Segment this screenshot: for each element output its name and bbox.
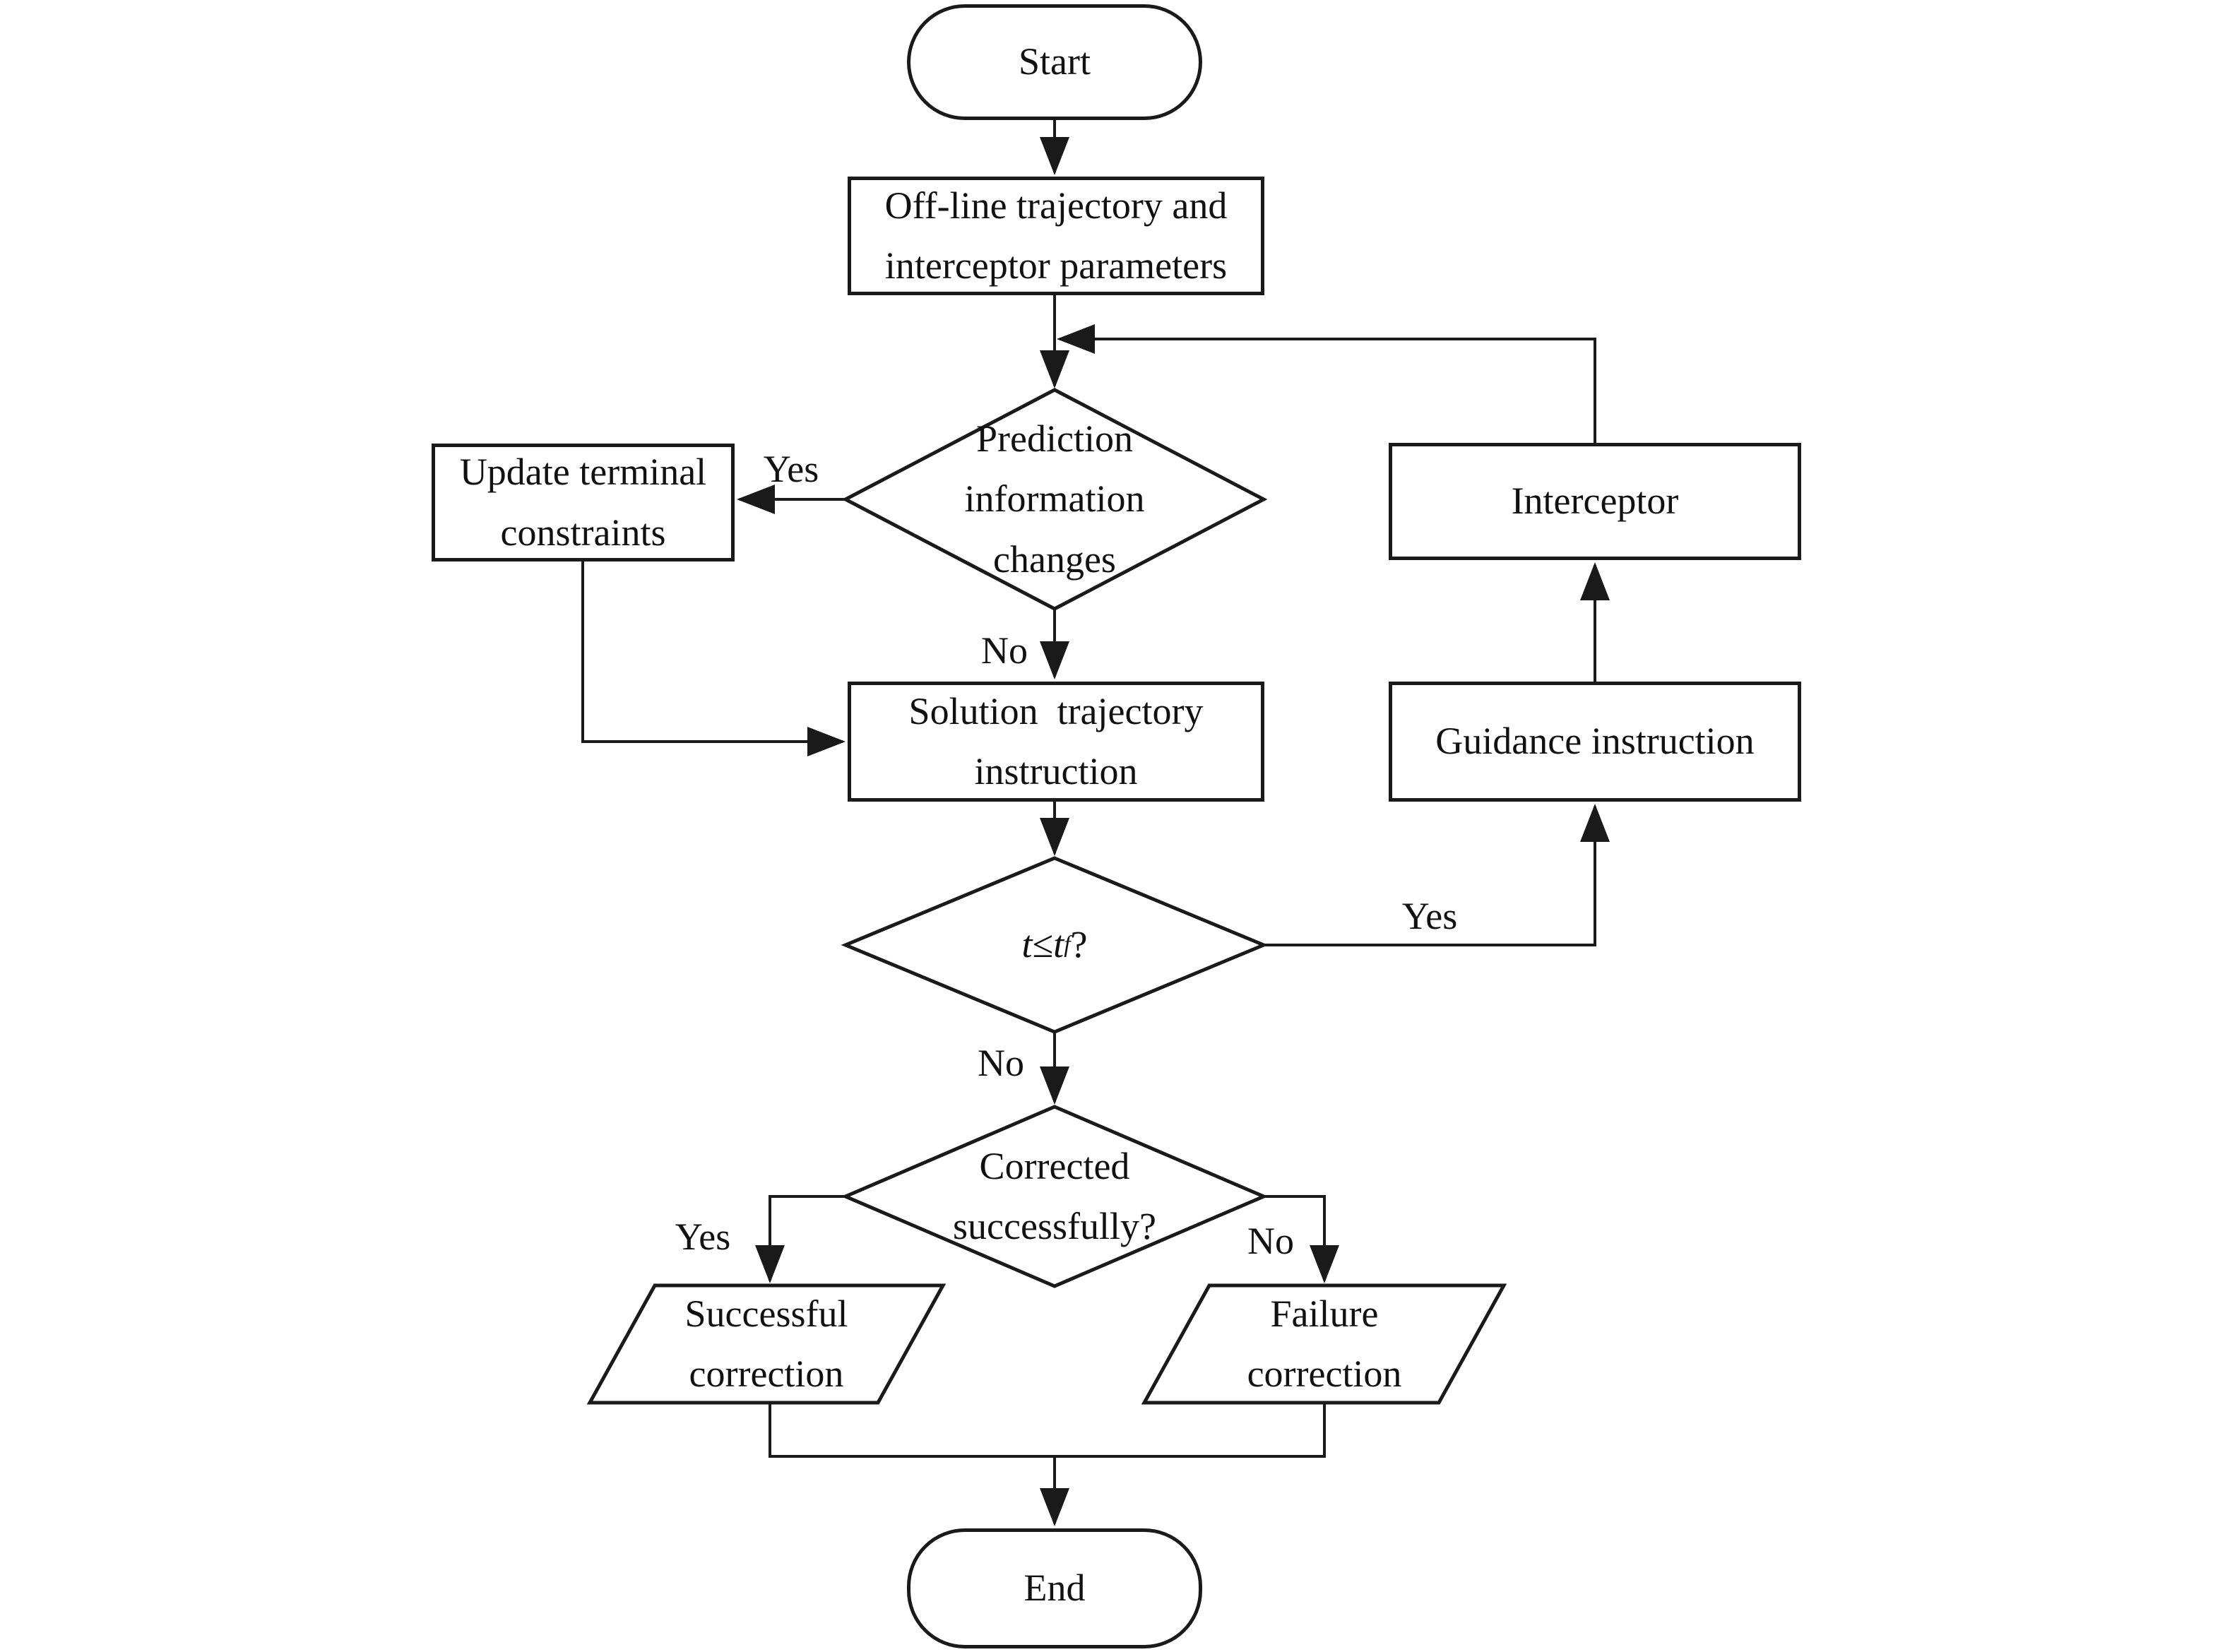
branch-label-corrected-no: No bbox=[1247, 1220, 1294, 1262]
update-terminal-constraints-label: Update terminal constraints bbox=[459, 451, 707, 554]
edge-update-to-solution bbox=[581, 561, 846, 756]
branch-label-prediction-no: No bbox=[981, 629, 1028, 672]
edge-time-check-yes-to-guidance bbox=[1264, 804, 1610, 946]
edge-corrected-yes-to-success bbox=[755, 1195, 846, 1283]
node-guidance-instruction: Guidance instruction bbox=[1389, 682, 1801, 802]
edge-corrected-no-to-failure bbox=[1264, 1195, 1339, 1283]
branch-label-prediction-yes: Yes bbox=[763, 448, 819, 490]
node-interceptor: Interceptor bbox=[1389, 443, 1801, 560]
node-start: Start bbox=[907, 4, 1202, 120]
node-solution-trajectory-instruction: Solution trajectory instruction bbox=[848, 682, 1264, 802]
interceptor-label: Interceptor bbox=[1511, 480, 1679, 523]
offline-parameters-label: Off-line trajectory and interceptor para… bbox=[884, 184, 1228, 287]
node-end: End bbox=[907, 1528, 1202, 1648]
edge-interceptor-feedback bbox=[1057, 324, 1596, 443]
branch-label-time-check-no: No bbox=[978, 1042, 1024, 1084]
decision-time-check-diamond bbox=[841, 856, 1269, 1034]
solution-trajectory-instruction-label: Solution trajectory instruction bbox=[908, 689, 1204, 792]
end-label: End bbox=[1024, 1567, 1086, 1610]
edge-merge-bar bbox=[769, 1403, 1326, 1458]
decision-prediction-diamond bbox=[841, 388, 1268, 611]
io-failure-correction-parallelogram bbox=[1141, 1283, 1507, 1405]
guidance-instruction-label: Guidance instruction bbox=[1435, 720, 1755, 763]
branch-label-time-check-yes: Yes bbox=[1401, 895, 1458, 937]
node-update-terminal-constraints: Update terminal constraints bbox=[432, 444, 735, 561]
decision-corrected-diamond bbox=[841, 1105, 1269, 1288]
node-offline-parameters: Off-line trajectory and interceptor para… bbox=[848, 177, 1264, 295]
io-successful-correction-parallelogram bbox=[586, 1283, 947, 1405]
start-label: Start bbox=[1019, 40, 1091, 83]
branch-label-corrected-yes: Yes bbox=[675, 1216, 731, 1258]
